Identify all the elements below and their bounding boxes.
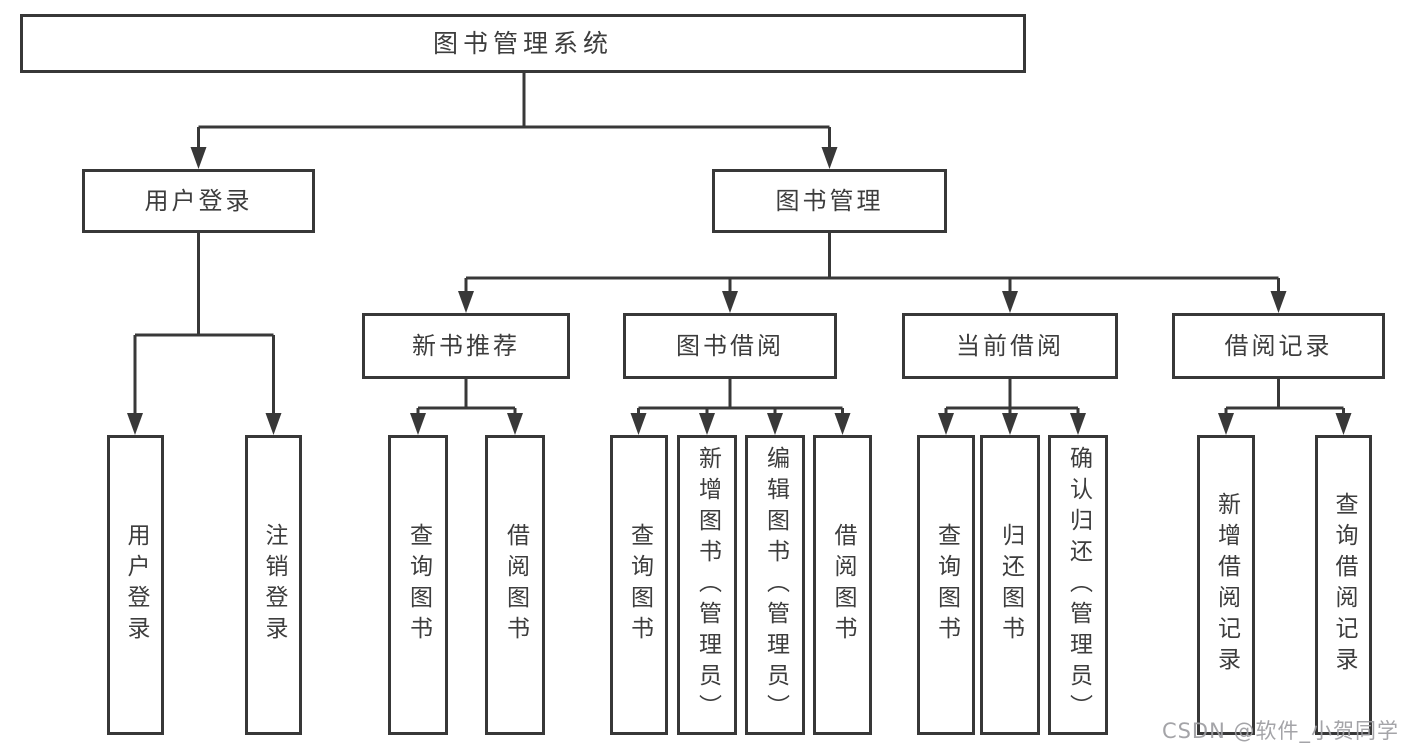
node-library-management-system: 图书管理系统 [20,14,1026,73]
node-return-books: 归还图书 [980,435,1040,735]
arrowhead-icon [938,413,954,435]
arrowhead-icon [1002,291,1018,313]
connector-user-login-children [127,233,282,435]
node-borrowing-records: 借阅记录 [1172,313,1385,379]
arrowhead-icon [507,413,523,435]
arrowhead-icon [127,413,143,435]
node-user-login-leaf: 用户登录 [107,435,164,735]
arrowhead-icon [630,413,647,435]
node-book-management: 图书管理 [712,169,947,233]
arrowhead-icon [190,147,207,169]
arrowhead-icon [458,291,474,313]
connector-root-to-level2 [190,73,838,169]
node-add-borrowing-record: 新增借阅记录 [1197,435,1255,735]
node-confirm-return-admin: 确认归还（管理员） [1048,435,1108,735]
node-add-books-admin: 新增图书（管理员） [677,435,737,735]
node-book-borrowing: 图书借阅 [623,313,837,379]
connector-borrowing-records-children [1218,379,1352,435]
node-query-books-recommend: 查询图书 [388,435,448,735]
arrowhead-icon [1002,413,1018,435]
watermark: CSDN @软件_小贺同学 [1161,719,1399,743]
connector-new-book-recommendation-children [410,379,523,435]
arrowhead-icon [410,413,426,435]
node-borrow-books-leaf: 借阅图书 [813,435,872,735]
node-query-books-current: 查询图书 [917,435,975,735]
arrowhead-icon [834,413,851,435]
arrowhead-icon [1335,413,1352,435]
arrowhead-icon [767,413,783,435]
arrowhead-icon [821,147,838,169]
node-query-books-borrowing: 查询图书 [610,435,668,735]
connector-current-borrowing-children [938,379,1086,435]
node-edit-books-admin: 编辑图书（管理员） [745,435,805,735]
connector-book-management-children [458,233,1287,313]
arrowhead-icon [1218,413,1234,435]
node-new-book-recommendation: 新书推荐 [362,313,570,379]
arrowhead-icon [722,291,738,313]
arrowhead-icon [1270,291,1287,313]
node-query-borrowing-record: 查询借阅记录 [1315,435,1372,735]
arrowhead-icon [265,413,282,435]
node-current-borrowing: 当前借阅 [902,313,1118,379]
node-user-login: 用户登录 [82,169,315,233]
arrowhead-icon [699,413,715,435]
connector-book-borrowing-children [630,379,851,435]
node-logout-leaf: 注销登录 [245,435,302,735]
arrowhead-icon [1070,413,1086,435]
node-borrow-books-recommend: 借阅图书 [485,435,545,735]
